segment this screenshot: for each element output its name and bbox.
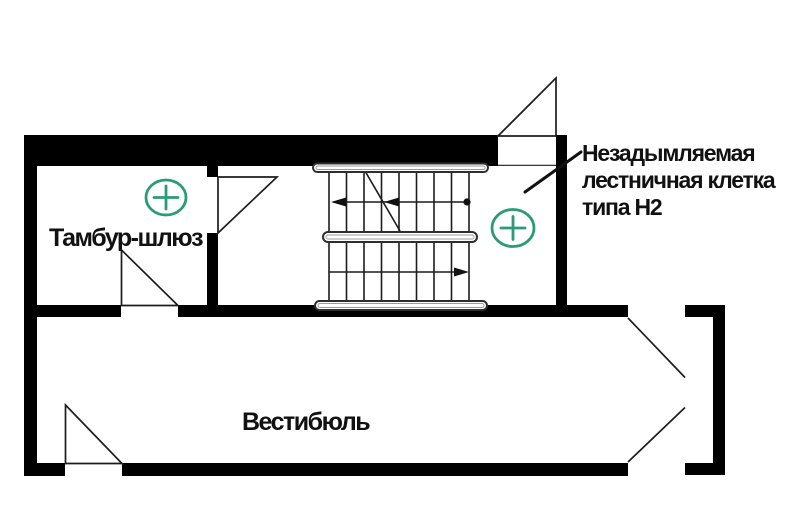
vestibule-room-label: Вестибюль [242, 408, 370, 436]
stair-landing-rails [312, 162, 489, 311]
doors [64, 75, 686, 465]
stair-bottom-rail-inner-line [317, 303, 485, 308]
stair-break-line [364, 170, 401, 232]
walk-line-start-dot [463, 198, 471, 206]
staircase [328, 170, 470, 302]
stairwell-right-wall [556, 135, 567, 305]
door-vestibule-exterior-left [64, 402, 125, 465]
bottom-wall-right-segment [122, 463, 628, 476]
middle-wall-left-segment [24, 305, 121, 317]
entrance-recess-opening [685, 317, 713, 463]
walk-line-markers [331, 197, 471, 277]
walk-arrow-left-icon [384, 197, 399, 207]
tambour-wall-lower-segment [207, 233, 218, 305]
plus-circle [490, 208, 536, 248]
annotation-line-1: Незадымляемая [582, 140, 754, 166]
door-stairwell-exit-top [495, 75, 557, 137]
stair-bottom-landing-rail [314, 300, 488, 311]
entrance-door-leaf-top [627, 317, 686, 379]
stair-middle-landing-rail [322, 231, 478, 243]
stair-top-rail-inner-line [315, 165, 486, 170]
stair-middle-rail-inner-line [325, 234, 475, 240]
top-exterior-wall [24, 135, 498, 166]
door-tambour-to-stair [217, 176, 280, 235]
door-vestibule-to-tambour [120, 247, 181, 307]
bottom-wall-left-segment [24, 463, 65, 476]
plus-circle [144, 178, 188, 217]
entrance-door-leaf-bottom [627, 406, 686, 463]
walk-arrow-left-icon [331, 197, 346, 207]
annotation-leader-line [523, 150, 583, 194]
walk-arrow-right-icon [454, 267, 469, 277]
tambour-wall-upper-stub [207, 166, 218, 177]
tambour-room-label: Тамбур-шлюз [49, 224, 203, 252]
pressurization-plus-icon [490, 208, 536, 248]
stair-top-landing-rail [312, 162, 489, 173]
annotation-line-2: лестничная клетка [582, 167, 776, 193]
pressurization-plus-icon [144, 178, 188, 217]
annotation-line-3: типа Н2 [582, 194, 662, 220]
